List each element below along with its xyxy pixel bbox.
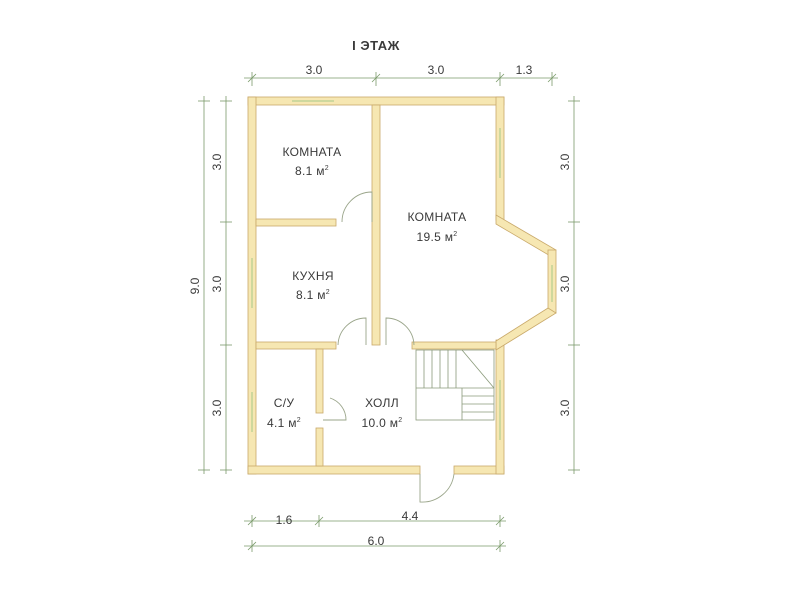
dim-bottom-1: 1.6 [276,513,293,527]
wall-bedroom-kitchen [255,218,337,227]
dim-bottom-total: 6.0 [368,534,385,548]
room-area: 8.1 м2 [295,164,329,178]
dim-top-2: 3.0 [428,63,445,77]
wall-kitchen-hall [255,341,337,350]
door-living [385,317,415,346]
wall-bay-upper [495,214,557,258]
dim-right-1: 3.0 [558,153,572,170]
room-name: КОМНАТА [283,145,342,159]
room-area: 8.1 м2 [296,288,330,302]
room-hall: ХОЛЛ 10.0 м2 [362,396,403,430]
wall-bathroom-lower [315,427,324,467]
room-name: С/У [274,396,295,410]
room-name: КОМНАТА [408,210,467,224]
room-area: 19.5 м2 [417,230,458,244]
dim-top-1: 3.0 [306,63,323,77]
door-entrance [419,473,455,503]
dim-left-2: 3.0 [210,275,224,292]
door-bedroom [341,191,373,223]
dim-top-3: 1.3 [516,63,533,77]
door-bathroom [323,397,347,421]
plan-title: I ЭТАЖ [352,38,400,53]
wall-center-vertical [371,104,381,346]
dimension-lines [198,72,580,552]
dim-left-3: 3.0 [210,399,224,416]
room-kitchen: КУХНЯ 8.1 м2 [292,269,334,302]
doors [323,191,455,503]
dim-left-1: 3.0 [210,153,224,170]
room-living: КОМНАТА 19.5 м2 [408,210,467,244]
room-name: ХОЛЛ [365,396,399,410]
room-area: 10.0 м2 [362,416,403,430]
dimension-labels: 3.0 3.0 1.3 1.6 4.4 6.0 3.0 3.0 3.0 9.0 … [188,63,572,548]
room-name: КУХНЯ [292,269,334,283]
dim-right-2: 3.0 [558,275,572,292]
staircase [415,349,495,421]
door-kitchen [337,317,367,346]
dim-bottom-2: 4.4 [402,509,419,523]
room-labels: КОМНАТА 8.1 м2 КОМНАТА 19.5 м2 КУХНЯ 8.1… [267,145,466,430]
dim-right-3: 3.0 [558,399,572,416]
room-area: 4.1 м2 [267,416,301,430]
wall-bottom-left [247,465,421,475]
wall-top [247,96,505,106]
wall-bathroom-upper [315,348,324,414]
room-bathroom: С/У 4.1 м2 [267,396,301,430]
wall-bay-lower [495,307,557,351]
dim-left-total: 9.0 [188,277,202,294]
room-bedroom: КОМНАТА 8.1 м2 [283,145,342,178]
wall-stair-top [411,341,497,350]
windows [251,100,553,440]
